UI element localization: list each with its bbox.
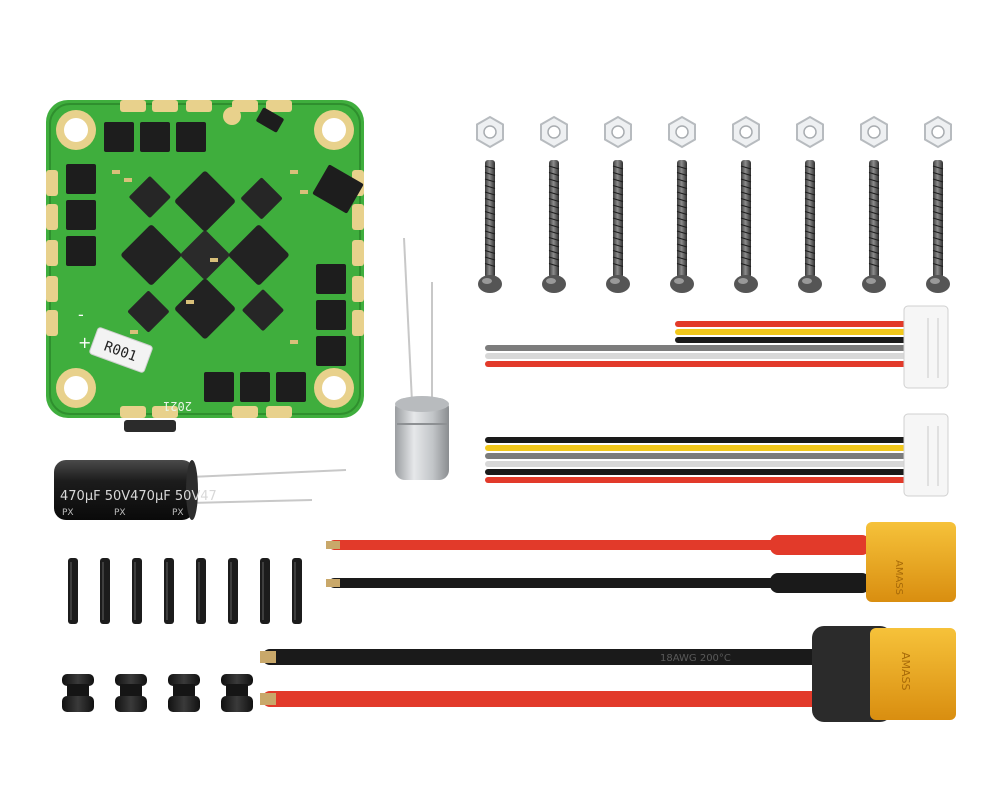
screw-head xyxy=(606,275,630,293)
board-code: 2021 xyxy=(163,399,192,413)
mosfets xyxy=(66,122,346,402)
screw-and-nut xyxy=(796,115,824,293)
rubber-grommet xyxy=(168,674,200,712)
flight-controller-board: R001 + - 2021 xyxy=(46,100,364,432)
heat-shrink-tube xyxy=(132,558,142,624)
capacitor-brand-mid: PX xyxy=(114,508,126,518)
screw-head xyxy=(478,275,502,293)
capacitor-brand-right: PX xyxy=(172,508,184,518)
heat-shrink-tube xyxy=(292,558,302,624)
screw-head xyxy=(670,275,694,293)
electrolytic-capacitor-small xyxy=(395,237,449,480)
signal-cable-2 xyxy=(485,413,949,497)
xt60-mark: AMASS xyxy=(899,652,912,691)
passives xyxy=(112,170,308,344)
screw-and-nut xyxy=(540,115,568,293)
rubber-grommet xyxy=(221,674,253,712)
heat-shrink-tubes xyxy=(68,558,302,624)
xt30-mark: AMASS xyxy=(893,560,904,595)
heat-shrink-tube xyxy=(196,558,206,624)
resistor: R001 xyxy=(89,327,153,373)
ic-chips xyxy=(121,171,289,339)
electrolytic-capacitor-large: 470µF 50V470µF 50V47 PX PX PX xyxy=(54,460,347,520)
screw-head xyxy=(862,275,886,293)
screw-and-nut xyxy=(604,115,632,293)
heat-shrink-tube xyxy=(164,558,174,624)
screw-head xyxy=(734,275,758,293)
screw-head xyxy=(542,275,566,293)
jst-connector-1 xyxy=(903,305,949,389)
signal-cable-1 xyxy=(485,305,949,389)
screw-and-nut xyxy=(668,115,696,293)
xt30-connector xyxy=(866,522,956,602)
minus-mark: - xyxy=(78,305,84,324)
mounting-holes xyxy=(56,110,354,408)
heat-shrink-tube xyxy=(228,558,238,624)
xt60-power-lead: 18AWG 200°C AMASS xyxy=(260,626,956,722)
rubber-grommet xyxy=(115,674,147,712)
capacitor-brand-left: PX xyxy=(62,508,74,518)
screw-and-nut xyxy=(860,115,888,293)
screw-head xyxy=(926,275,950,293)
screw-and-nut xyxy=(476,115,504,293)
heat-shrink-tube xyxy=(100,558,110,624)
heat-shrink-tube xyxy=(260,558,270,624)
xt60-cable-mark: 18AWG 200°C xyxy=(660,653,731,664)
plus-mark: + xyxy=(78,333,91,352)
screw-and-nut xyxy=(732,115,760,293)
jst-connector-2 xyxy=(903,413,949,497)
xt30-power-lead: AMASS xyxy=(326,522,956,602)
rubber-grommets xyxy=(62,674,253,712)
gold-pads xyxy=(46,100,364,418)
screw-set xyxy=(476,115,952,293)
rubber-grommet xyxy=(62,674,94,712)
heat-shrink-tube xyxy=(68,558,78,624)
screw-head xyxy=(798,275,822,293)
xt60-connector xyxy=(870,628,956,720)
screw-and-nut xyxy=(924,115,952,293)
capacitor-marking: 470µF 50V470µF 50V47 xyxy=(60,489,217,504)
